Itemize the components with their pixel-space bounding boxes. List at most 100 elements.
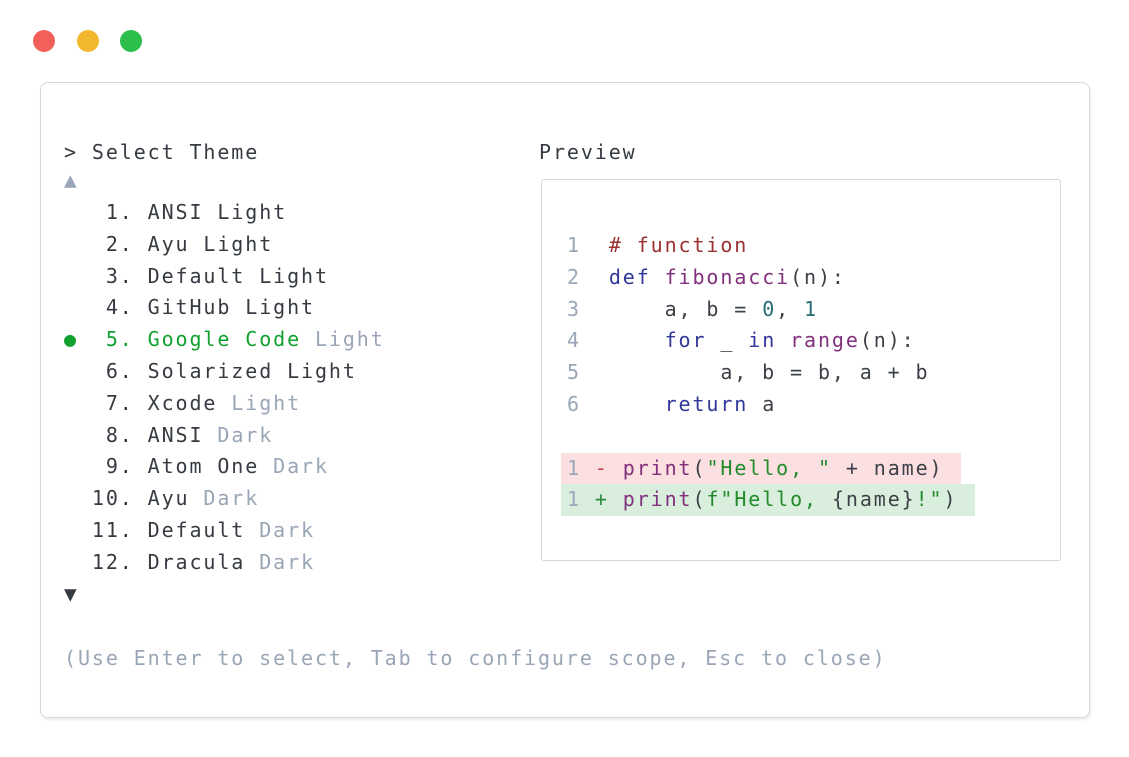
item-variant: Dark	[189, 486, 260, 511]
item-number: 3.	[91, 263, 134, 288]
code-token: def	[608, 264, 651, 289]
theme-list-item[interactable]: 11. Default Dark	[64, 515, 385, 547]
item-number: 5.	[91, 327, 134, 352]
code-token: 1	[804, 296, 818, 321]
close-button[interactable]	[33, 30, 55, 52]
item-number: 10.	[91, 486, 134, 511]
marker-spacer	[64, 518, 92, 542]
item-number: 1.	[91, 200, 134, 224]
code-token: (	[692, 455, 707, 480]
item-name: Solarized Light	[133, 358, 357, 383]
theme-list-item[interactable]: 2. Ayu Light	[64, 229, 385, 261]
item-name: Atom One	[133, 454, 260, 479]
item-name: Dracula	[133, 549, 246, 574]
blank-line	[567, 421, 975, 453]
item-name: Ayu Light	[133, 231, 274, 256]
theme-list-item[interactable]: 1. ANSI Light	[64, 197, 385, 229]
code-token: )	[943, 487, 958, 512]
diff-sign: -	[594, 455, 609, 480]
code-token: # function	[608, 233, 749, 257]
scroll-down-icon[interactable]: ▼	[64, 582, 79, 606]
line-number: 3	[567, 296, 609, 321]
minimize-button[interactable]	[77, 30, 99, 52]
theme-list-item[interactable]: 12. Dracula Dark	[64, 547, 385, 579]
theme-list-item[interactable]: 3. Default Light	[64, 261, 385, 293]
item-name: ANSI Light	[133, 200, 288, 224]
item-variant: Dark	[203, 422, 274, 447]
code-line: 6 return a	[567, 389, 975, 421]
keyboard-hint: (Use Enter to select, Tab to configure s…	[64, 646, 887, 670]
line-number: 5	[567, 360, 609, 385]
item-number: 4.	[91, 295, 134, 320]
code-token	[609, 487, 623, 511]
code-token: range	[790, 328, 860, 353]
item-variant: Light	[217, 390, 302, 415]
item-number: 11.	[91, 517, 134, 542]
code-token: + name)	[831, 455, 944, 480]
theme-list-item[interactable]: 6. Solarized Light	[64, 356, 385, 388]
line-number: 1	[567, 455, 595, 480]
marker-spacer	[64, 359, 92, 383]
code-token: return	[664, 391, 749, 416]
selected-dot-icon: ●	[64, 327, 92, 352]
item-name: Google Code	[133, 327, 302, 352]
theme-picker-dialog: > Select Theme ▲ 1. ANSI Light 2. Ayu Li…	[40, 82, 1090, 718]
code-token	[609, 456, 623, 480]
item-number: 2.	[91, 231, 134, 256]
item-name: Default	[133, 517, 246, 542]
theme-list-item[interactable]: ● 5. Google Code Light	[64, 324, 385, 356]
code-token: {name}	[831, 487, 916, 512]
marker-spacer	[64, 264, 92, 288]
line-number: 1	[567, 487, 595, 512]
theme-list-item[interactable]: 7. Xcode Light	[64, 388, 385, 420]
line-number: 1	[567, 233, 609, 257]
item-name: ANSI	[133, 422, 204, 447]
select-theme-prompt: > Select Theme	[64, 140, 260, 164]
item-number: 6.	[91, 358, 134, 383]
code-token: a, b = b, a + b	[608, 360, 930, 385]
line-number: 6	[567, 391, 609, 416]
code-token	[776, 328, 790, 352]
code-token: a, b =	[608, 296, 763, 321]
theme-list-item[interactable]: 4. GitHub Light	[64, 292, 385, 324]
marker-spacer	[64, 200, 92, 224]
code-token: ,	[776, 296, 805, 321]
code-line: 1 # function	[567, 230, 975, 262]
code-token: !"	[915, 487, 944, 512]
theme-list-item[interactable]: 8. ANSI Dark	[64, 420, 385, 452]
marker-spacer	[64, 550, 92, 574]
diff-line-removed: 1 - print("Hello, " + name)	[561, 452, 962, 485]
theme-list-item[interactable]: 9. Atom One Dark	[64, 451, 385, 483]
marker-spacer	[64, 232, 92, 256]
item-variant: Light	[301, 327, 385, 352]
code-token: fibonacci	[664, 264, 791, 289]
code-token: (n):	[859, 328, 916, 353]
code-line: 4 for _ in range(n):	[567, 325, 975, 357]
code-line: 3 a, b = 0, 1	[567, 294, 975, 326]
maximize-button[interactable]	[120, 30, 142, 52]
theme-list-item[interactable]: 10. Ayu Dark	[64, 483, 385, 515]
code-token	[609, 392, 665, 416]
line-number: 4	[567, 328, 609, 353]
marker-spacer	[64, 423, 92, 447]
item-number: 7.	[91, 390, 134, 415]
item-name: GitHub Light	[133, 295, 315, 320]
code-token	[609, 328, 665, 352]
theme-list: 1. ANSI Light 2. Ayu Light 3. Default Li…	[64, 197, 385, 579]
code-token	[651, 265, 665, 289]
line-number: 2	[567, 264, 609, 289]
item-name: Ayu	[133, 486, 190, 511]
code-line: 2 def fibonacci(n):	[567, 262, 975, 294]
code-token: print	[622, 487, 693, 512]
code-token: _	[706, 328, 749, 353]
code-token: 0	[762, 296, 777, 321]
item-variant: Dark	[245, 549, 315, 574]
code-token: print	[622, 455, 693, 480]
code-token: (n):	[790, 264, 846, 289]
code-token: f"Hello,	[706, 487, 832, 512]
scroll-up-icon[interactable]: ▲	[64, 168, 79, 192]
item-number: 12.	[91, 549, 134, 574]
code-token: in	[748, 328, 777, 353]
